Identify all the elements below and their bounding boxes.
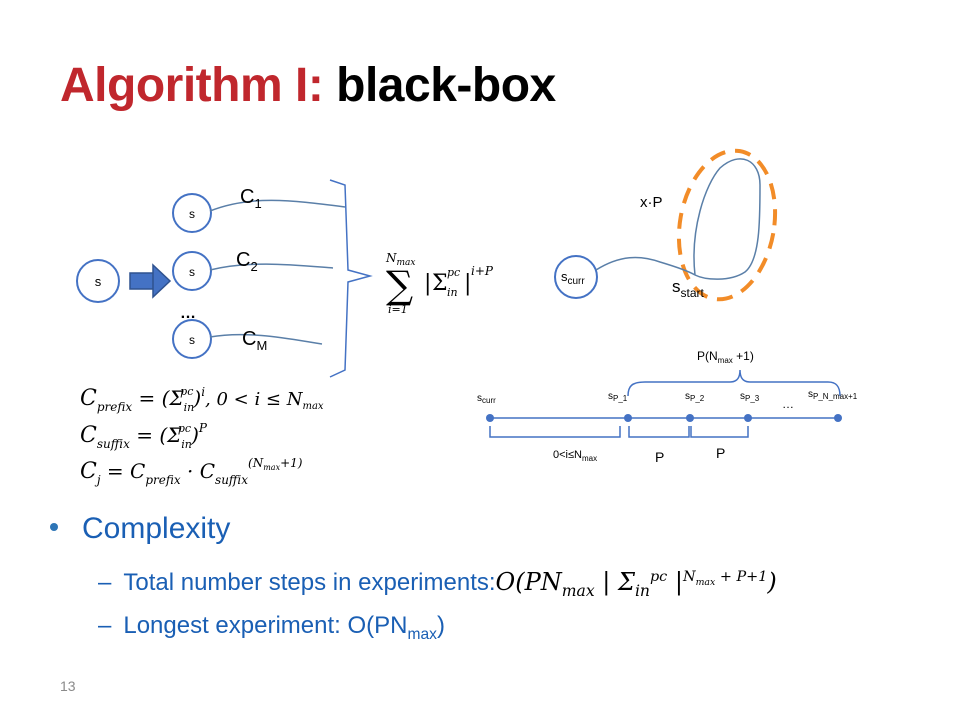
sub-bullet-total-steps: –Total number steps in experiments:O(PNm… (98, 568, 777, 600)
sum-body: | (424, 271, 431, 296)
loop-curve (693, 158, 761, 280)
state-label: s (189, 265, 195, 279)
sub-bullet-longest: –Longest experiment: O(PNmax) (98, 612, 445, 644)
sequence-label: C2 (236, 249, 258, 274)
timeline-point (744, 414, 752, 422)
sequence-curve (209, 263, 334, 271)
equation-prefix: Cprefix = (Σinpc)i, 0 < i ≤ Nmax (80, 385, 324, 414)
curr-state-label: scurr (561, 269, 585, 287)
title-accent: Algorithm I: (60, 59, 324, 112)
sequence-curve (209, 333, 323, 345)
bullet-complexity: Complexity (50, 512, 230, 546)
sub-bullet-tail: ) (436, 612, 445, 639)
state-node (172, 251, 212, 291)
curr-state-node (554, 255, 598, 299)
sum-sigma-small: Σ (432, 271, 448, 296)
equation-suffix: Csuffix = (Σinpc)P (80, 421, 208, 451)
grouping-brace (329, 179, 373, 378)
timeline-point (486, 414, 494, 422)
range-label: P (716, 445, 725, 461)
timeline-point (834, 414, 842, 422)
complexity-formula: O(PNmax | Σinpc |Nmax + P+1) (495, 568, 777, 600)
span-brace (627, 369, 841, 397)
range-bracket (628, 426, 690, 438)
bullet-text: Complexity (82, 512, 231, 545)
loop-label: x·P (640, 194, 663, 211)
bullet-dot-icon (50, 523, 58, 532)
timeline-point-label: sP_3 (740, 391, 760, 403)
range-label: P (655, 449, 664, 465)
timeline-ellipsis: … (782, 397, 794, 411)
svg-text:Csuffix = (Σinpc)P: Csuffix = (Σinpc)P (80, 421, 208, 451)
loop-highlight (676, 148, 778, 302)
timeline-point-label: sP_N_max+1 (808, 389, 858, 401)
state-node (172, 319, 212, 359)
range-bracket (489, 426, 621, 438)
svg-text:Cprefix = (Σinpc)i, 0 < i ≤ Nm: Cprefix = (Σinpc)i, 0 < i ≤ Nmax (80, 385, 324, 414)
loop-diagram: scurr x·P sstart (554, 148, 778, 302)
sum-upper: Nmax (385, 251, 415, 268)
timeline-point-label: scurr (477, 393, 496, 405)
sub-bullet-text: Longest experiment: O(PN (123, 612, 408, 639)
timeline-point (686, 414, 694, 422)
timeline-point (624, 414, 632, 422)
ellipsis: … (180, 305, 196, 322)
svg-text:Cj = Cprefix · Csuffix(Nmax+1): Cj = Cprefix · Csuffix(Nmax+1) (80, 456, 303, 487)
equation-join: Cj = Cprefix · Csuffix(Nmax+1) (80, 456, 303, 487)
source-state-node (76, 259, 120, 303)
timeline-point-label: sP_2 (685, 391, 705, 403)
sum-body-sub: in (447, 286, 458, 299)
sub-bullet-text: Total number steps in experiments: (123, 569, 496, 596)
sum-body-close: | (464, 271, 471, 296)
slide-title: Algorithm I: black-box (60, 58, 556, 113)
state-node (172, 193, 212, 233)
sequence-label: CM (242, 328, 267, 353)
state-label: s (189, 207, 195, 221)
prefix-curve (595, 256, 696, 276)
sequence-label: C1 (240, 186, 262, 211)
sum-body-sup: pc (447, 266, 460, 279)
sub-bullet-sub: max (407, 625, 437, 643)
dash: – (98, 569, 112, 596)
dash: – (98, 612, 112, 639)
left-diagram: s s s s … C1 C2 CM Nmax ∑ i=1 | Σ pc (76, 179, 494, 487)
page-number: 13 (60, 678, 76, 694)
range-bracket (690, 426, 749, 438)
start-state-label: sstart (672, 277, 705, 300)
sum-exponent: i+P (471, 264, 494, 278)
timeline: P(Nmax +1) scurr sP_1 sP_2 sP_3 sP_N_max… (477, 349, 858, 465)
block-arrow-icon (129, 263, 172, 299)
range-label: 0<i≤Nmax (553, 449, 597, 463)
timeline-point-label: sP_1 (608, 391, 628, 403)
state-label: s (189, 333, 195, 347)
sum-formula: Nmax ∑ i=1 | Σ pc in | i+P (385, 251, 494, 316)
title-rest: black-box (336, 59, 556, 112)
sequence-curve (209, 199, 346, 212)
sum-sigma: ∑ (386, 263, 413, 307)
sum-lower: i=1 (388, 303, 408, 316)
source-state-label: s (95, 274, 102, 289)
span-label: P(Nmax +1) (697, 349, 754, 365)
